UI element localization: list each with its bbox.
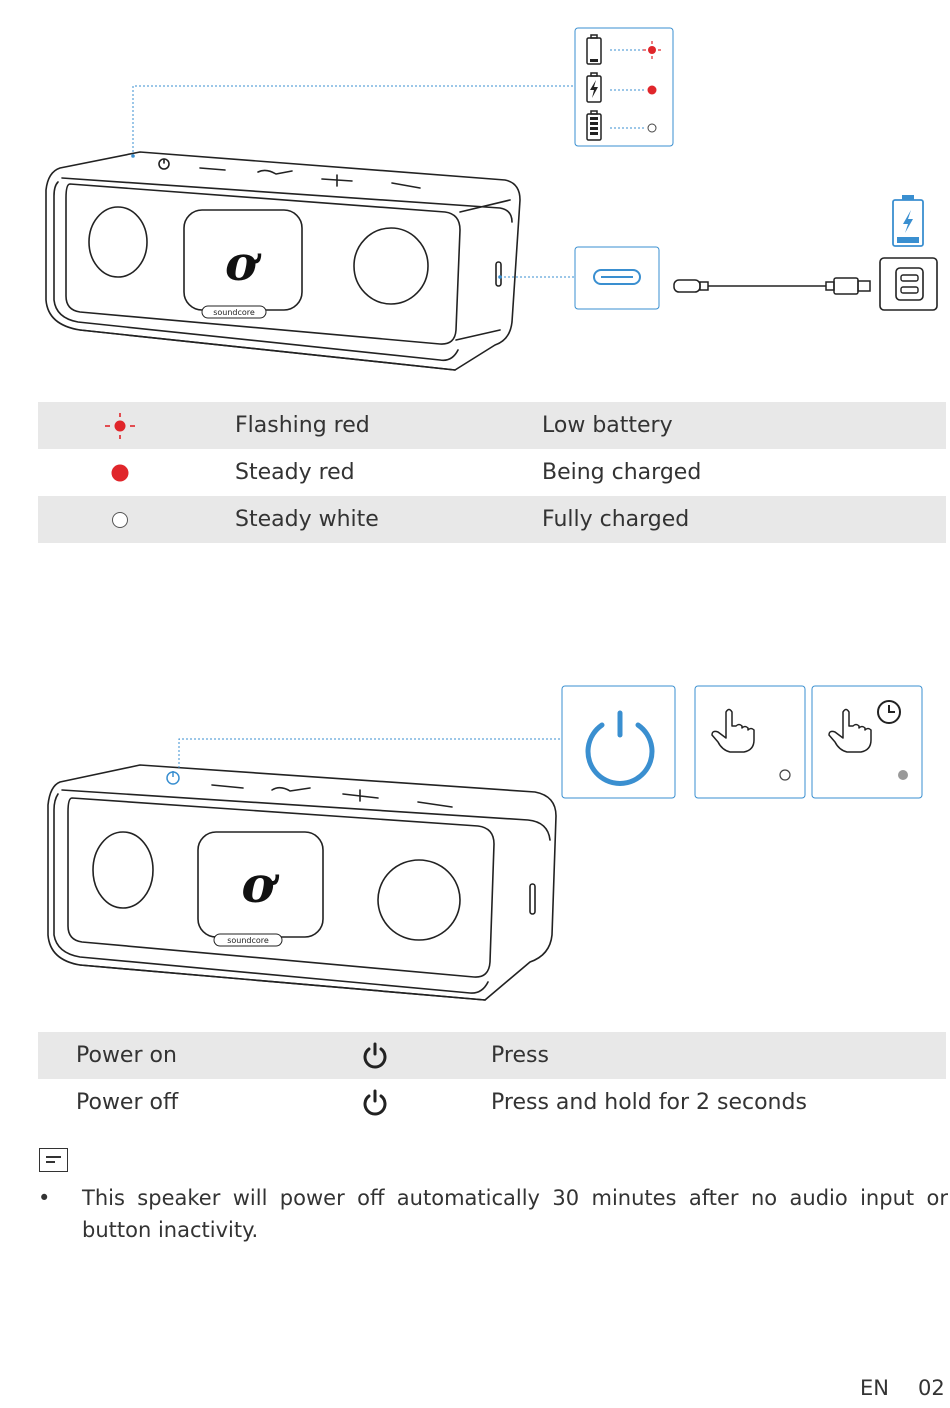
bullet-icon: •	[38, 1182, 50, 1214]
led-status-label: Steady white	[235, 496, 379, 543]
brand-logo: soundcore	[227, 936, 269, 945]
power-operation-label: Press	[491, 1032, 549, 1079]
table-row: Steady white Fully charged	[38, 496, 946, 543]
svg-text:ơ: ơ	[241, 855, 279, 914]
power-table: Power on Press Power off Press and hold …	[38, 1032, 946, 1126]
power-illustration: ơ soundcore	[0, 680, 950, 1010]
led-status-label: Flashing red	[235, 402, 370, 449]
note-text: This speaker will power off automaticall…	[82, 1182, 948, 1246]
power-operation-label: Press and hold for 2 seconds	[491, 1079, 807, 1126]
svg-text:ơ: ơ	[225, 236, 262, 292]
led-status-label: Steady red	[235, 449, 355, 496]
note-icon	[39, 1148, 68, 1172]
footer-language: EN	[860, 1376, 889, 1400]
table-row: Flashing red Low battery	[38, 402, 946, 449]
table-row: Power on Press	[38, 1032, 946, 1079]
led-meaning-label: Fully charged	[542, 496, 689, 543]
charging-illustration: ơ soundcore	[0, 0, 950, 380]
power-icon	[358, 1032, 392, 1079]
steady-white-led-icon	[100, 496, 140, 543]
led-meaning-label: Being charged	[542, 449, 701, 496]
charging-status-table: Flashing red Low battery Steady red Bein…	[38, 402, 946, 543]
power-action-label: Power off	[76, 1079, 178, 1126]
flashing-red-led-icon	[100, 402, 140, 449]
table-row: Steady red Being charged	[38, 449, 946, 496]
steady-red-led-icon	[100, 449, 140, 496]
table-row: Power off Press and hold for 2 seconds	[38, 1079, 946, 1126]
brand-logo: soundcore	[213, 308, 255, 317]
led-meaning-label: Low battery	[542, 402, 673, 449]
page-number: 02	[918, 1376, 945, 1400]
power-action-label: Power on	[76, 1032, 177, 1079]
power-icon	[358, 1079, 392, 1126]
